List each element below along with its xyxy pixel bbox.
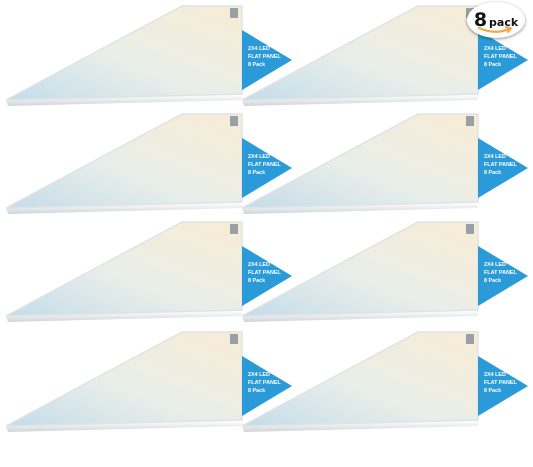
panel-2: 2X4 LED FLAT PANEL 8 Pack — [241, 5, 528, 106]
panel-frame-edge — [242, 421, 478, 432]
panel-6: 2X4 LED FLAT PANEL 8 Pack — [241, 221, 528, 322]
panel-tag-text: FLAT PANEL — [248, 162, 281, 168]
panel-tag-text: FLAT PANEL — [248, 380, 281, 386]
pack-word: pack — [489, 15, 519, 29]
panel-tag-text: FLAT PANEL — [484, 380, 517, 386]
panel-tag-text: 8 Pack — [484, 388, 501, 394]
smile-arrow-icon — [477, 26, 513, 33]
panel-tag-text: 2X4 LED — [484, 262, 506, 268]
panel-frame-edge — [242, 311, 478, 322]
panel-bracket — [466, 116, 474, 126]
panel-frame-edge — [6, 203, 242, 214]
panel-5: 2X4 LED FLAT PANEL 8 Pack — [5, 221, 292, 322]
panel-corner-tag — [478, 30, 528, 90]
panel-tag-text: FLAT PANEL — [484, 54, 517, 60]
panel-tag-text: 2X4 LED — [248, 262, 270, 268]
panel-lit-face — [241, 331, 479, 427]
panel-corner-tag — [478, 356, 528, 416]
panel-3: 2X4 LED FLAT PANEL 8 Pack — [5, 113, 292, 214]
panel-bracket — [230, 334, 238, 344]
pack-count-badge: 8 pack — [467, 2, 525, 38]
panel-tag-text: FLAT PANEL — [484, 270, 517, 276]
panel-4: 2X4 LED FLAT PANEL 8 Pack — [241, 113, 528, 214]
panel-corner-tag — [242, 138, 292, 198]
panel-lit-face — [241, 113, 479, 209]
panel-frame-edge — [242, 95, 478, 106]
panel-1: 2X4 LED FLAT PANEL 8 Pack — [5, 5, 292, 106]
panel-tag-text: 2X4 LED — [248, 372, 270, 378]
panel-tag-text: FLAT PANEL — [248, 54, 281, 60]
panel-tag-text: 8 Pack — [248, 170, 265, 176]
panel-tag-text: 2X4 LED — [484, 154, 506, 160]
panel-frame-edge — [6, 421, 242, 432]
panel-bracket — [230, 116, 238, 126]
panel-corner-tag — [242, 30, 292, 90]
panel-tag-text: 8 Pack — [248, 388, 265, 394]
panel-tag-text: FLAT PANEL — [248, 270, 281, 276]
panel-lit-face — [241, 221, 479, 317]
panel-tag-text: FLAT PANEL — [484, 162, 517, 168]
pack-count: 8 — [473, 8, 488, 31]
panel-lit-face — [5, 331, 243, 427]
panel-lit-face — [5, 5, 243, 101]
panel-bracket — [230, 224, 238, 234]
panel-frame-edge — [242, 203, 478, 214]
panel-bracket — [466, 334, 474, 344]
panel-tag-text: 2X4 LED — [484, 372, 506, 378]
panel-tag-text: 8 Pack — [248, 62, 265, 68]
panel-lit-face — [5, 221, 243, 317]
panel-bracket — [230, 8, 238, 18]
panel-frame-edge — [6, 95, 242, 106]
panel-tag-text: 2X4 LED — [484, 46, 506, 52]
panel-8: 2X4 LED FLAT PANEL 8 Pack — [241, 331, 528, 432]
panel-corner-tag — [242, 246, 292, 306]
panel-corner-tag — [478, 246, 528, 306]
panel-corner-tag — [478, 138, 528, 198]
panel-tag-text: 8 Pack — [484, 278, 501, 284]
panel-tag-text: 2X4 LED — [248, 154, 270, 160]
panel-tag-text: 2X4 LED — [248, 46, 270, 52]
panel-corner-tag — [242, 356, 292, 416]
panel-tag-text: 8 Pack — [484, 62, 501, 68]
panel-lit-face — [5, 113, 243, 209]
panel-tag-text: 8 Pack — [248, 278, 265, 284]
panel-tag-text: 8 Pack — [484, 170, 501, 176]
panel-bracket — [466, 224, 474, 234]
panel-frame-edge — [6, 311, 242, 322]
panel-7: 2X4 LED FLAT PANEL 8 Pack — [5, 331, 292, 432]
